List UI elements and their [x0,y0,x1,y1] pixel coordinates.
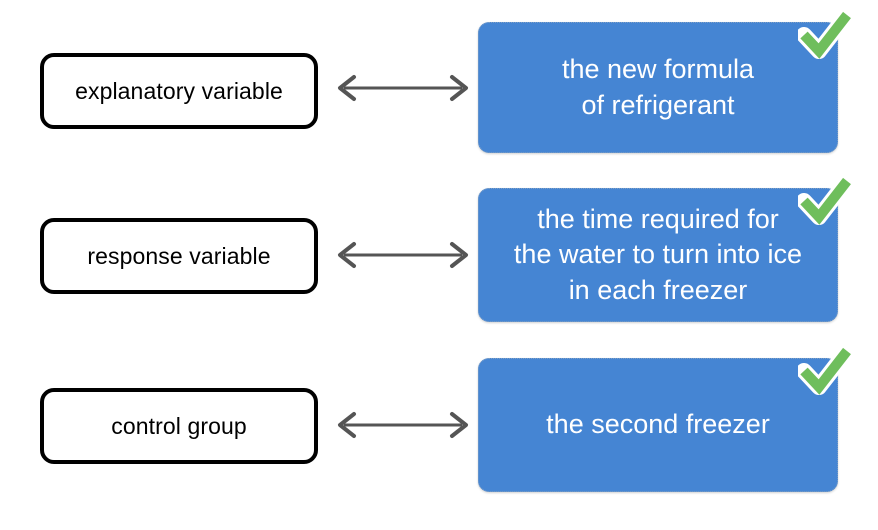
answer-line: the time required for [537,203,779,234]
term-label: response variable [87,242,271,269]
answer-label: the time required for the water to turn … [504,202,812,309]
answer-box-explanatory-variable[interactable]: the new formula of refrigerant [478,9,854,153]
double-headed-arrow-icon [328,238,478,272]
answer-label: the new formula of refrigerant [552,52,764,123]
check-icon [798,345,854,397]
answer-label: the second freezer [536,407,780,443]
answer-line: the water to turn into ice [513,239,803,270]
answer-line: the new formula [561,53,755,84]
term-label: explanatory variable [75,77,283,104]
answer-box-control-group[interactable]: the second freezer [478,345,854,492]
answer-line: in each freezer [568,274,748,305]
term-box-response-variable[interactable]: response variable [40,218,318,294]
answer-line: of refrigerant [581,89,735,120]
match-row-explanatory-variable: explanatory variable the new formula of … [0,0,878,180]
double-headed-arrow-icon [328,71,478,105]
term-box-control-group[interactable]: control group [40,388,318,464]
answer-box-response-variable[interactable]: the time required for the water to turn … [478,175,854,322]
double-headed-arrow-icon [328,408,478,442]
answer-line: the second freezer [546,409,770,440]
term-box-explanatory-variable[interactable]: explanatory variable [40,53,318,129]
term-label: control group [111,412,247,439]
match-row-control-group: control group the second freezer [0,0,878,492]
